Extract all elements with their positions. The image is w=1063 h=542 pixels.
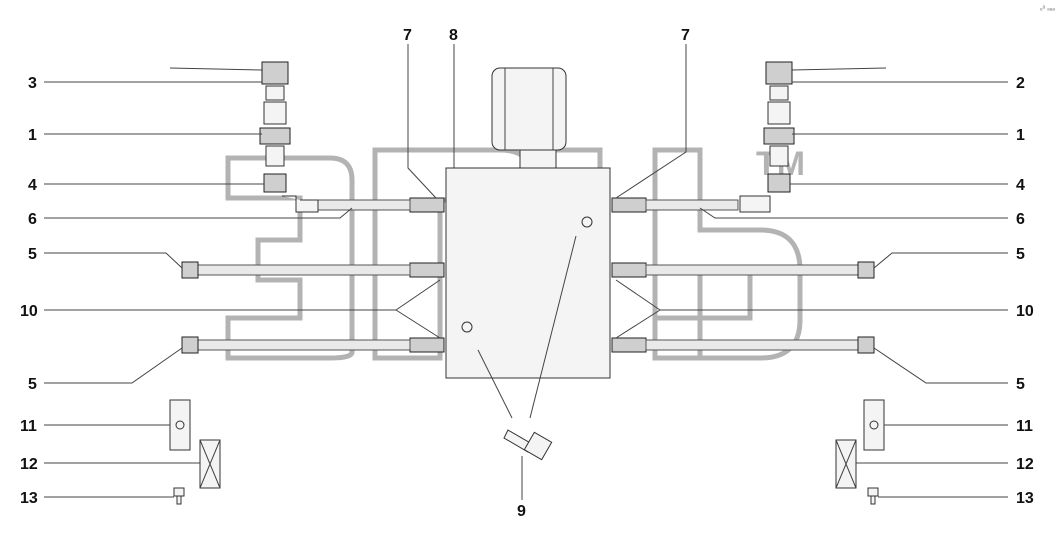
corner-mark: ₑᵃ ₐₐₐ: [1040, 5, 1055, 12]
callout-5-right-upper: 5: [1016, 246, 1025, 263]
callout-3-left: 3: [28, 75, 37, 92]
leader-lines: [44, 44, 1008, 500]
callout-7-left-top: 7: [403, 27, 412, 44]
callouts-left: 3 1 4 6 5 10 5 11 12 13: [20, 75, 38, 507]
callout-5-left-lower: 5: [28, 376, 37, 393]
callout-6-left: 6: [28, 211, 37, 228]
manifold-block: [445, 167, 611, 379]
callout-13-left: 13: [20, 490, 38, 507]
bolt-part: [503, 429, 553, 461]
callout-10-right: 10: [1016, 303, 1034, 320]
hoses-right: [645, 199, 875, 354]
sensor-assembly-left: [169, 61, 319, 213]
sensor-assembly-right: [739, 61, 887, 213]
callouts-right: 2 1 4 6 5 10 5 11 12 13: [1016, 75, 1034, 507]
callout-1-right: 1: [1016, 127, 1025, 144]
callout-10-left: 10: [20, 303, 38, 320]
callout-12-left: 12: [20, 456, 38, 473]
callout-6-right: 6: [1016, 211, 1025, 228]
bracket-parts-right: [835, 399, 885, 505]
callout-5-right-lower: 5: [1016, 376, 1025, 393]
bracket-parts-left: [169, 399, 221, 505]
callout-8-top: 8: [449, 27, 458, 44]
block-ports-right: [611, 197, 647, 353]
callout-2-right: 2: [1016, 75, 1025, 92]
callout-4-right: 4: [1016, 177, 1025, 194]
callout-7-right-top: 7: [681, 27, 690, 44]
callout-9-bottom: 9: [517, 503, 526, 520]
callout-4-left: 4: [28, 177, 37, 194]
hoses-left: [181, 199, 411, 354]
callout-11-left: 11: [20, 418, 37, 435]
callout-5-left-upper: 5: [28, 246, 37, 263]
callouts-center: 7 8 7 9: [403, 27, 690, 520]
callout-13-right: 13: [1016, 490, 1034, 507]
callout-1-left: 1: [28, 127, 37, 144]
valve-head: [491, 67, 567, 169]
callout-12-right: 12: [1016, 456, 1034, 473]
callout-11-right: 11: [1016, 418, 1033, 435]
